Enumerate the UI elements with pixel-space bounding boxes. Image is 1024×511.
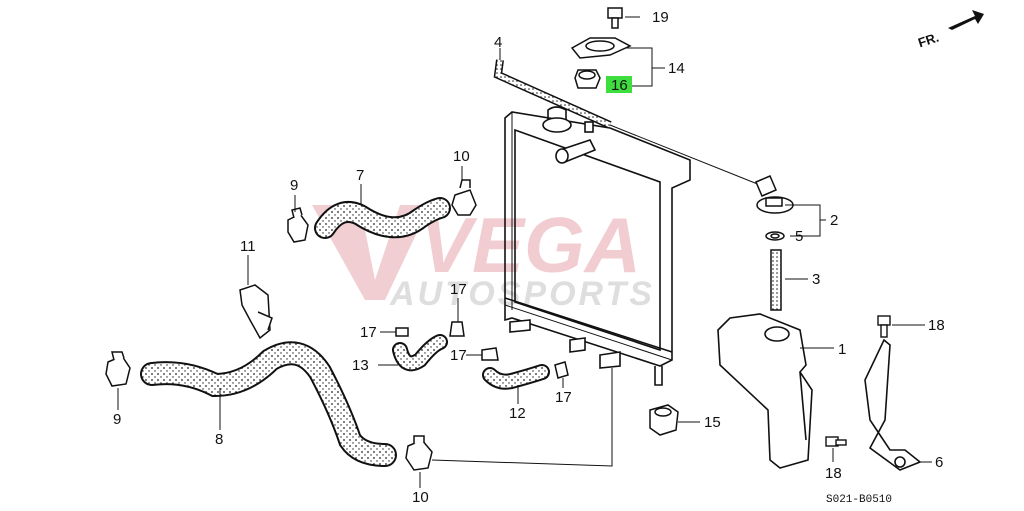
callout-18-lower: 18 — [825, 465, 842, 482]
drain-cock-assembly — [755, 175, 794, 241]
watermark-subtitle: AUTOSPORTS — [389, 275, 655, 313]
lower-hose — [140, 341, 397, 467]
callout-2: 2 — [830, 212, 838, 229]
radiator-core — [504, 106, 691, 386]
callout-18-upper: 18 — [928, 317, 945, 334]
hose-13 — [392, 334, 448, 372]
callout-1: 1 — [838, 341, 846, 358]
callout-19: 19 — [652, 9, 669, 26]
callout-9-upper: 9 — [290, 177, 298, 194]
callout-13: 13 — [352, 357, 369, 374]
radiator-cap-assembly — [570, 37, 632, 89]
callout-17-left: 17 — [360, 324, 377, 341]
bolts-18 — [825, 315, 891, 447]
watermark-brand: VEGA — [420, 201, 641, 289]
watermark: VEGA AUTOSPORTS — [312, 201, 655, 313]
reserve-tank-bracket — [864, 338, 922, 471]
highlight-part-16 — [606, 76, 632, 93]
callout-8: 8 — [215, 431, 223, 448]
front-direction-arrow: FR. — [916, 10, 984, 50]
upper-hose — [314, 197, 451, 239]
reserve-tank — [717, 313, 813, 469]
callout-12: 12 — [509, 405, 526, 422]
callout-10-lower: 10 — [412, 489, 429, 506]
callout-4: 4 — [494, 34, 502, 51]
callout-5: 5 — [795, 228, 803, 245]
diagram-code: S021-B0510 — [826, 494, 892, 506]
hose-12 — [482, 364, 550, 390]
callout-10-upper: 10 — [453, 148, 470, 165]
callout-labels: 1 2 3 4 5 6 7 8 9 9 10 10 11 12 13 14 15… — [113, 9, 945, 506]
overflow-tube — [493, 59, 761, 186]
callout-17-right: 17 — [555, 389, 572, 406]
callout-17-top: 17 — [450, 281, 467, 298]
hose-clamps — [105, 179, 569, 471]
cap-15 — [649, 404, 679, 436]
callout-7: 7 — [356, 167, 364, 184]
callout-15: 15 — [704, 414, 721, 431]
hose-3 — [770, 249, 782, 311]
callout-17-mid: 17 — [450, 347, 467, 364]
callout-16: 16 — [611, 77, 628, 94]
bolt-19 — [607, 7, 623, 29]
leader-lines — [117, 16, 932, 488]
callout-14: 14 — [668, 60, 685, 77]
callout-9-lower: 9 — [113, 411, 121, 428]
front-direction-label: FR. — [916, 30, 941, 51]
callout-11: 11 — [240, 238, 256, 255]
callout-6: 6 — [935, 454, 943, 471]
callout-3: 3 — [812, 271, 820, 288]
